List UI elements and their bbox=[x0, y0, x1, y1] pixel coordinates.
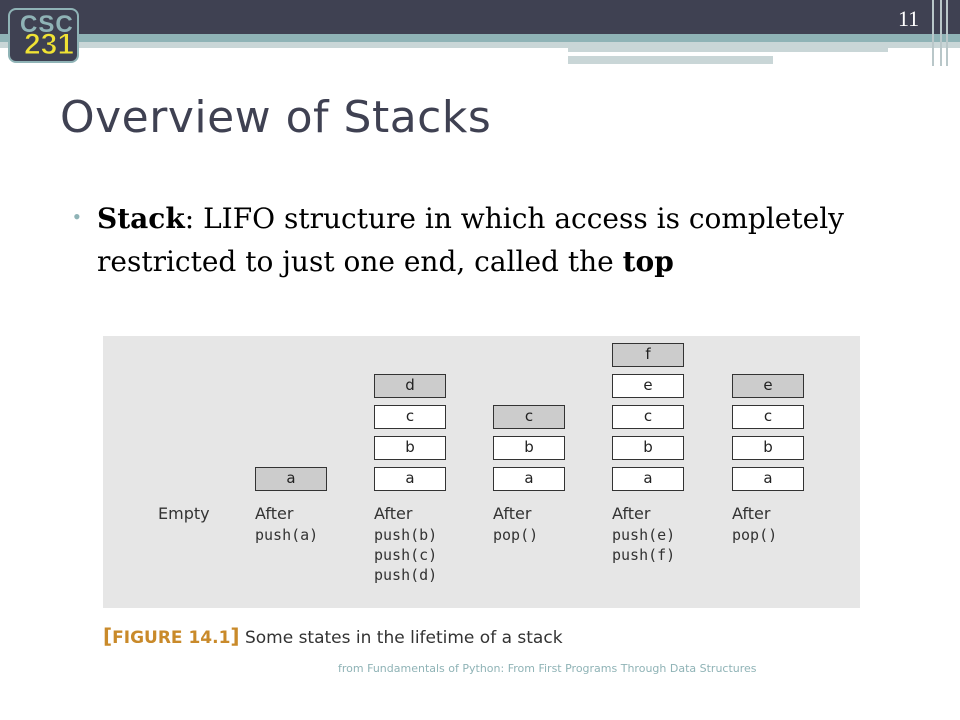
bullet-text: Stack: LIFO structure in which access is… bbox=[97, 197, 897, 283]
state-operations: push(e) push(f) bbox=[612, 526, 676, 564]
caption-bracket-open: [ bbox=[103, 624, 113, 648]
state-label: Empty bbox=[158, 504, 210, 523]
stack-cell: e bbox=[732, 374, 804, 398]
state-label: After bbox=[612, 504, 651, 523]
slide-number: 11 bbox=[898, 6, 920, 31]
badge-number: 231 bbox=[23, 28, 75, 62]
stack-cell: c bbox=[732, 405, 804, 429]
accent-stripe bbox=[0, 34, 960, 42]
stack-cell: f bbox=[612, 343, 684, 367]
stack-cell: a bbox=[255, 467, 327, 491]
caption-text: Some states in the lifetime of a stack bbox=[239, 628, 563, 648]
stack-cell: e bbox=[612, 374, 684, 398]
decor-vline bbox=[932, 0, 934, 66]
stack-cell: b bbox=[612, 436, 684, 460]
state-operations: push(a) bbox=[255, 526, 319, 544]
bullet-marker: • bbox=[73, 204, 81, 229]
stack-cell: b bbox=[374, 436, 446, 460]
state-label: After bbox=[493, 504, 532, 523]
state-operations: pop() bbox=[732, 526, 778, 544]
badge-csc: CSC bbox=[20, 11, 74, 38]
decor-line bbox=[568, 56, 773, 64]
top-bar bbox=[0, 0, 960, 34]
state-operations: push(b) push(c) push(d) bbox=[374, 526, 438, 584]
stack-cell: a bbox=[612, 467, 684, 491]
stack-cell: b bbox=[493, 436, 565, 460]
stack-cell: a bbox=[374, 467, 446, 491]
state-operations: pop() bbox=[493, 526, 539, 544]
stack-cell: c bbox=[493, 405, 565, 429]
bullet-body: : LIFO structure in which access is comp… bbox=[97, 202, 844, 278]
stack-cell: a bbox=[732, 467, 804, 491]
state-label: After bbox=[255, 504, 294, 523]
stack-cell: b bbox=[732, 436, 804, 460]
light-stripe bbox=[0, 42, 960, 48]
caption-bracket-close: ] bbox=[230, 624, 240, 648]
decor-vline bbox=[946, 0, 948, 66]
slide-title: Overview of Stacks bbox=[60, 92, 492, 143]
figure-caption: [FIGURE 14.1] Some states in the lifetim… bbox=[103, 624, 563, 648]
stack-cell: c bbox=[374, 405, 446, 429]
state-label: After bbox=[732, 504, 771, 523]
stack-cell: c bbox=[612, 405, 684, 429]
source-note: from Fundamentals of Python: From First … bbox=[338, 662, 757, 675]
decor-line bbox=[568, 48, 888, 52]
decor-vline bbox=[940, 0, 942, 66]
bullet-term: Stack bbox=[97, 202, 185, 235]
course-badge: CSC 231 bbox=[8, 8, 79, 63]
stack-cell: d bbox=[374, 374, 446, 398]
state-label: After bbox=[374, 504, 413, 523]
caption-figure-number: FIGURE 14.1 bbox=[112, 628, 231, 648]
stack-cell: a bbox=[493, 467, 565, 491]
bullet-emphasis: top bbox=[622, 245, 674, 278]
